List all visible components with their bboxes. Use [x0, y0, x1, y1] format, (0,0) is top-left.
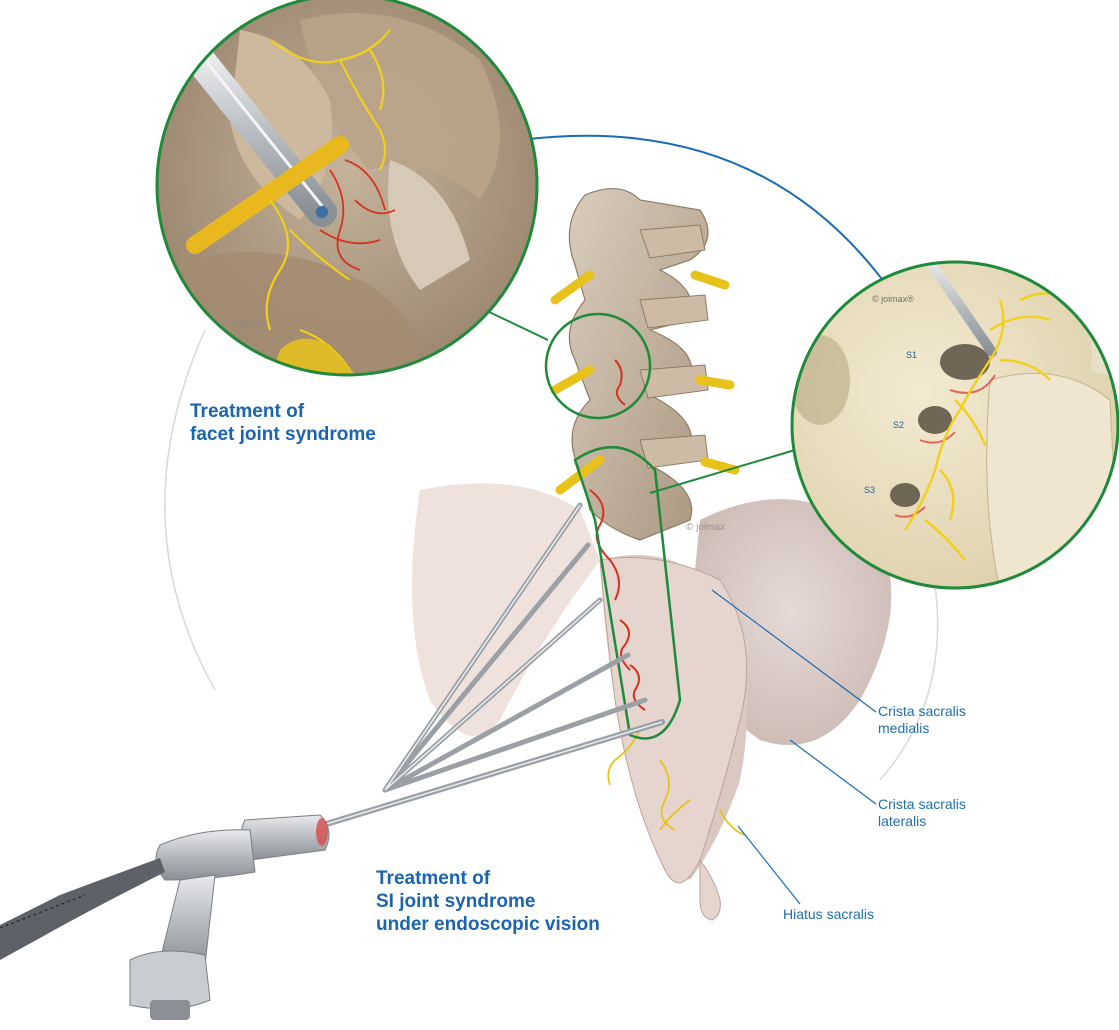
foramen-label-s3: S3	[864, 485, 876, 495]
lumbar-spine	[568, 188, 748, 921]
endoscope-handle	[0, 814, 330, 1020]
label-crista-medialis-line1: Crista sacralis	[878, 703, 966, 719]
sacrum-zoom-border	[790, 260, 1119, 590]
si-callout-line3: under endoscopic vision	[376, 914, 600, 935]
connector-top	[519, 134, 891, 291]
facet-target-circle	[544, 312, 652, 420]
pointer-hiatus	[737, 825, 801, 905]
label-crista-lateralis-line2: lateralis	[878, 813, 927, 829]
connector-facet	[484, 309, 549, 341]
facet-callout-line2: facet joint syndrome	[190, 424, 376, 445]
si-joint-callout: Treatment of SI joint syndrome under end…	[376, 867, 600, 936]
facet-joint-callout: Treatment of facet joint syndrome	[190, 400, 376, 446]
pointer-crista-medialis	[711, 589, 877, 713]
foramen-label-s2: S2	[893, 420, 905, 430]
pointer-crista-lateralis	[789, 739, 877, 805]
background-arc-right	[879, 584, 939, 781]
label-crista-lateralis-line1: Crista sacralis	[878, 796, 966, 812]
endoscope-shafts	[297, 502, 665, 835]
label-crista-sacralis-medialis: Crista sacralis medialis	[878, 703, 966, 737]
connector-si	[649, 449, 796, 494]
watermark-right: © joimax®	[872, 294, 914, 304]
label-crista-medialis-line2: medialis	[878, 720, 930, 736]
si-target-outline	[573, 445, 682, 740]
label-crista-sacralis-lateralis: Crista sacralis lateralis	[878, 796, 966, 830]
facet-zoom-view	[157, 0, 537, 375]
foramen-label-s1: S1	[906, 350, 918, 360]
sacral-nerves	[607, 729, 746, 836]
background-arc	[164, 329, 216, 691]
facet-callout-line1: Treatment of	[190, 401, 305, 422]
si-callout-line2: SI joint syndrome	[376, 891, 536, 912]
label-hiatus-sacralis: Hiatus sacralis	[783, 906, 875, 922]
watermark-center: © joimax	[686, 522, 726, 533]
watermark-left: ©joimax	[232, 318, 269, 329]
facet-zoom-border	[155, 0, 539, 377]
si-callout-line1: Treatment of	[376, 868, 491, 889]
